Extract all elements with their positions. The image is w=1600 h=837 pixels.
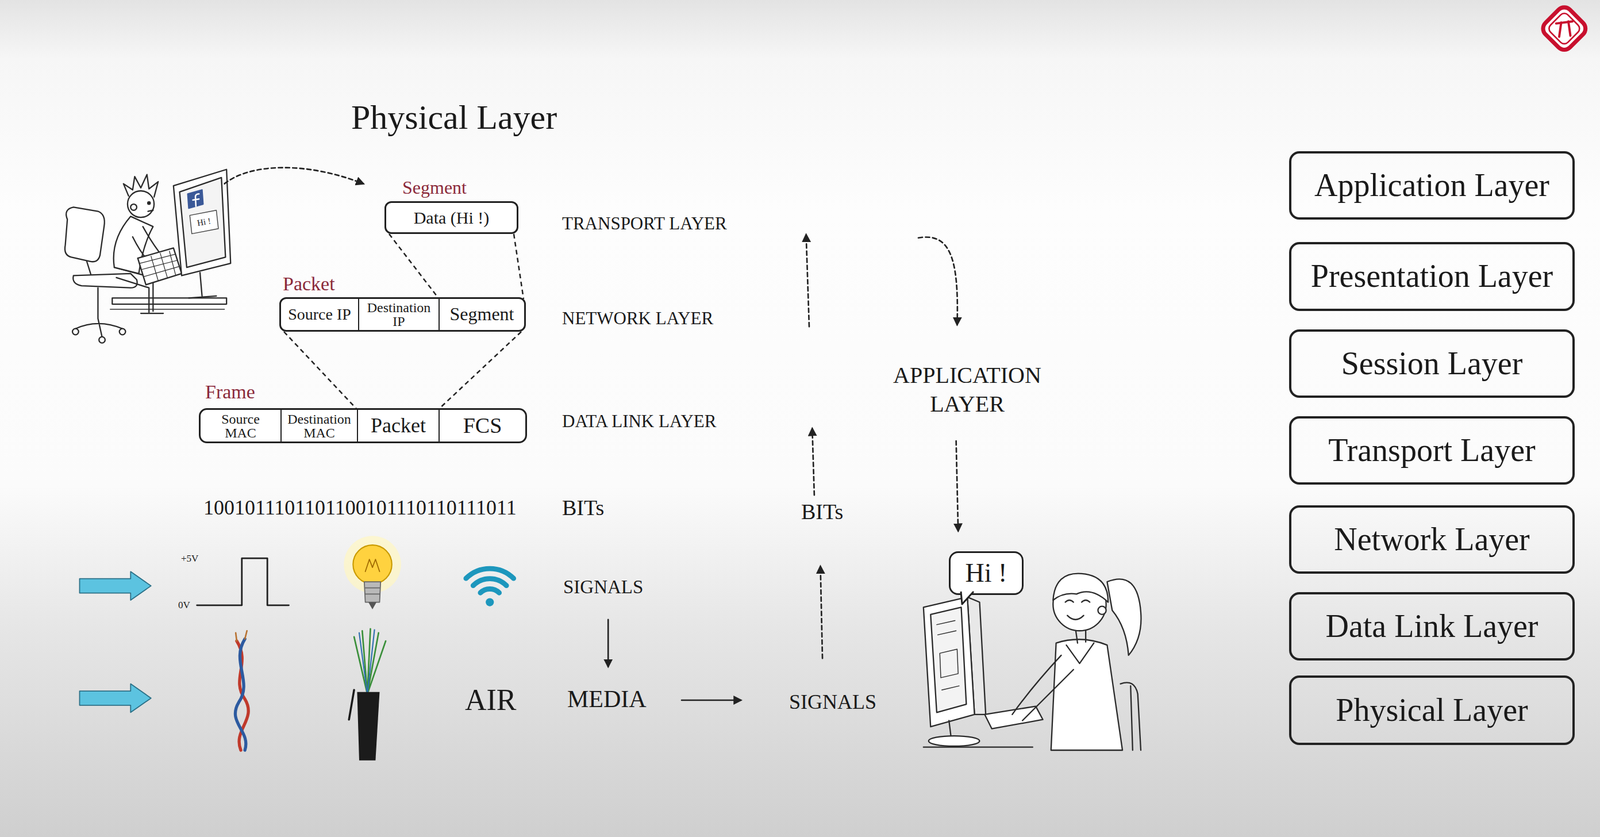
wifi-symbol (466, 568, 514, 607)
twisted-pair-cable (235, 630, 249, 750)
osi-layer-box: Physical Layer (1289, 675, 1575, 745)
flow-arrow (608, 234, 959, 700)
pdu-box: SegmentData (Hi !) (384, 201, 519, 234)
box-text: Session Layer (1341, 345, 1523, 382)
layer-label: APPLICATION LAYER (872, 360, 1063, 419)
box-text: Hi ! (965, 558, 1008, 588)
projection-line (389, 233, 524, 299)
square-wave (197, 558, 290, 606)
box-text: Network Layer (1333, 521, 1530, 558)
girl-illustration (923, 573, 1142, 750)
stage-label: SIGNALS (563, 576, 644, 598)
box-text: Transport Layer (1328, 432, 1536, 469)
box-text: Destination IP (364, 300, 433, 329)
flow-arrow (224, 167, 364, 184)
osi-layer-box: Network Layer (1289, 505, 1575, 574)
pdu-name: Frame (205, 381, 256, 403)
header-field-cell: Source IP (281, 298, 359, 330)
box-text: Destination MAC (285, 412, 354, 440)
bit-stream: 1001011101101100101110110111011 (203, 496, 517, 520)
box-text: Source MAC (214, 412, 267, 440)
projection-line (283, 331, 522, 410)
header-field-cell: Destination IP (358, 298, 439, 330)
header-field-cell: Packet (356, 409, 439, 442)
fiber-cable (348, 628, 386, 761)
stage-label: BITs (562, 495, 605, 521)
osi-layer-box: Presentation Layer (1289, 241, 1575, 311)
header-field-cell: FCS (438, 409, 526, 442)
pdu-box: FrameSource MACDestination MACPacketFCS (198, 408, 528, 444)
layer-label: NETWORK LAYER (562, 308, 714, 329)
box-text: Presentation Layer (1310, 258, 1553, 295)
osi-layer-box: Application Layer (1289, 151, 1575, 220)
boy-illustration (64, 169, 231, 344)
pdu-box: PacketSource IPDestination IPSegment (279, 297, 526, 332)
box-text: Packet (370, 414, 426, 438)
box-text: Physical Layer (1335, 692, 1528, 729)
header-field-cell: Destination MAC (280, 409, 357, 442)
voltage-label: 0V (178, 600, 191, 611)
osi-layer-box: Transport Layer (1289, 416, 1575, 485)
osi-layer-box: Data Link Layer (1289, 591, 1575, 661)
osi-layer-box: Session Layer (1289, 329, 1575, 398)
layer-label: TRANSPORT LAYER (562, 213, 728, 234)
pdu-name: Packet (282, 272, 336, 295)
box-text: Segment (450, 304, 515, 325)
bubble-tail (959, 591, 980, 607)
stage-label: SIGNALS (789, 690, 877, 714)
diagram-title: Physical Layer (351, 98, 557, 137)
screen-text: Hi ! (196, 216, 212, 228)
box-text: FCS (463, 413, 503, 438)
pdu-name: Segment (402, 177, 467, 198)
stage-label: MEDIA (567, 685, 647, 713)
signal-arrow (79, 571, 151, 713)
stage-label: BITs (801, 500, 844, 525)
box-text: Data (Hi !) (413, 208, 490, 228)
box-text: Application Layer (1314, 167, 1550, 204)
header-field-cell: Segment (438, 298, 525, 330)
header-field-cell: Source MAC (200, 409, 281, 442)
speech-bubble: Hi ! (948, 551, 1024, 595)
box-text: Source IP (287, 305, 352, 324)
channel-logo (1539, 4, 1589, 53)
light-bulb (343, 535, 401, 610)
media-label: AIR (464, 683, 517, 717)
box-text: Data Link Layer (1325, 608, 1538, 645)
voltage-label: +5V (181, 553, 199, 565)
layer-label: DATA LINK LAYER (562, 411, 717, 432)
